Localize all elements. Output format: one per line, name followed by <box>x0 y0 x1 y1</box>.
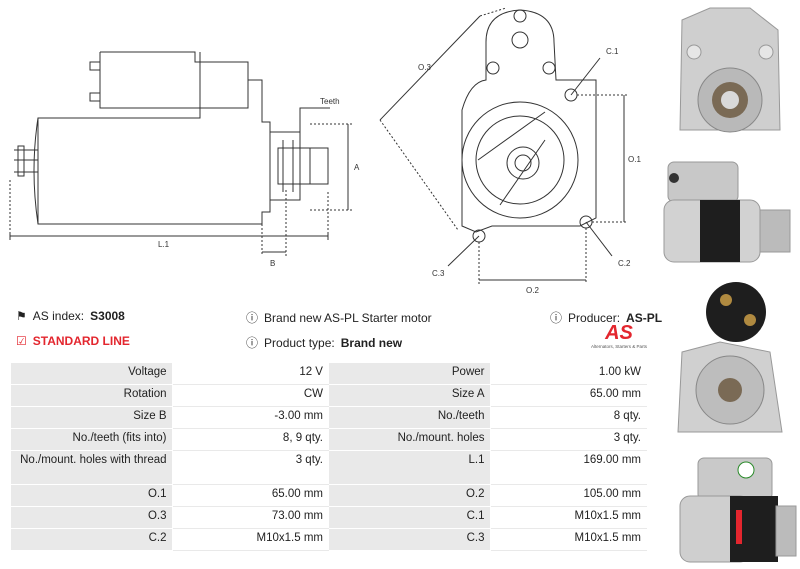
logo-mark: AS <box>605 322 633 344</box>
technical-drawing: Teeth A B L.1 O.3 O.1 O.2 C.1 C.2 C.3 <box>9 7 641 295</box>
spec-value: 65.00 mm <box>489 384 647 407</box>
label-l1: L.1 <box>158 240 170 249</box>
as-pl-logo: AS Alternators, Starters & Parts <box>585 322 653 358</box>
photo-front-view <box>679 7 781 133</box>
info-icon: ⓘ <box>246 311 259 325</box>
motor-body-outline <box>37 79 271 225</box>
spec-key: O.1 <box>10 484 173 507</box>
spec-key: C.1 <box>327 506 491 529</box>
photo-terminal-view <box>677 282 783 433</box>
spec-key: No./mount. holes <box>327 428 491 451</box>
spec-value: 12 V <box>171 362 329 385</box>
solenoid-outline <box>99 51 249 109</box>
label-c3: C.3 <box>432 269 445 278</box>
spec-value: 65.00 mm <box>171 484 329 507</box>
spec-key: Voltage <box>10 362 173 385</box>
spec-value: 3 qty. <box>171 450 329 485</box>
spec-value: 169.00 mm <box>489 450 647 485</box>
spec-key: Rotation <box>10 384 173 407</box>
label-o2: O.2 <box>526 286 539 295</box>
label-o3: O.3 <box>418 63 431 72</box>
spec-value: 1.00 kW <box>489 362 647 385</box>
label-teeth: Teeth <box>320 97 340 106</box>
spec-value: 105.00 mm <box>489 484 647 507</box>
spec-key: No./teeth <box>327 406 491 429</box>
checkbox-check-icon: ☑ <box>16 334 27 348</box>
description-row: ⓘ Brand new AS-PL Starter motor <box>246 309 432 326</box>
producer-value: AS-PL <box>626 310 663 325</box>
as-index-row: ⚑ AS index: S3008 <box>16 309 125 323</box>
logo-tagline: Alternators, Starters & Parts <box>590 344 648 349</box>
label-a: A <box>354 163 360 172</box>
spec-value: CW <box>171 384 329 407</box>
spec-key: O.2 <box>327 484 491 507</box>
standard-line-row: ☑ STANDARD LINE <box>16 334 130 348</box>
spec-value: M10x1.5 mm <box>171 528 329 551</box>
photo-solenoid-view <box>679 457 797 563</box>
tag-icon: ⚑ <box>16 309 27 323</box>
front-flange-outline <box>461 9 597 233</box>
spec-key: No./teeth (fits into) <box>10 428 173 451</box>
spec-key: Size A <box>327 384 491 407</box>
info-icon: ⓘ <box>246 336 259 350</box>
spec-key: L.1 <box>327 450 491 485</box>
label-o1: O.1 <box>628 155 641 164</box>
spec-value: M10x1.5 mm <box>489 506 647 529</box>
product-photos <box>660 0 800 569</box>
product-type-label: Product type: <box>264 335 335 350</box>
as-index-value: S3008 <box>90 309 125 323</box>
spec-key: O.3 <box>10 506 173 529</box>
label-b: B <box>270 259 275 268</box>
product-type-row: ⓘ Product type: Brand new <box>246 334 402 351</box>
info-icon: ⓘ <box>550 311 563 325</box>
spec-row: No./teeth (fits into)8, 9 qty.No./mount.… <box>10 428 647 451</box>
label-c2: C.2 <box>618 259 631 268</box>
spec-key: C.3 <box>327 528 491 551</box>
description-text: Brand new AS-PL Starter motor <box>264 310 432 325</box>
spec-value: 3 qty. <box>489 428 647 451</box>
spec-key: Power <box>327 362 491 385</box>
spec-value: M10x1.5 mm <box>489 528 647 551</box>
spec-value: 73.00 mm <box>171 506 329 529</box>
standard-line-label: STANDARD LINE <box>32 334 130 348</box>
as-index-label: AS index: <box>32 309 85 323</box>
producer-label: Producer: <box>568 310 621 325</box>
spec-value: 8, 9 qty. <box>171 428 329 451</box>
spec-key: Size B <box>10 406 173 429</box>
product-type-value: Brand new <box>340 335 403 350</box>
spec-key: No./mount. holes with thread <box>10 450 173 485</box>
label-c1: C.1 <box>606 47 619 56</box>
spec-key: C.2 <box>10 528 173 551</box>
spec-value: -3.00 mm <box>171 406 329 429</box>
producer-row: ⓘ Producer: AS-PL <box>550 309 662 326</box>
photo-side-view <box>663 161 791 263</box>
spec-value: 8 qty. <box>489 406 647 429</box>
